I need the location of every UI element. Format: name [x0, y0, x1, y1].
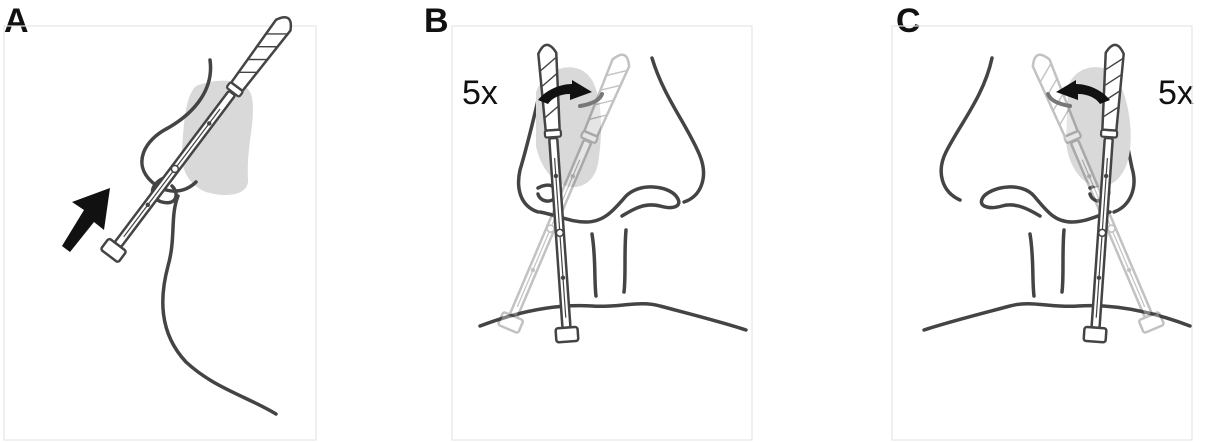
panel-b-drawing	[480, 44, 746, 342]
insertion-arrow-icon	[62, 188, 110, 252]
panel-a-drawing	[62, 12, 297, 414]
panel-c-drawing	[924, 44, 1190, 342]
